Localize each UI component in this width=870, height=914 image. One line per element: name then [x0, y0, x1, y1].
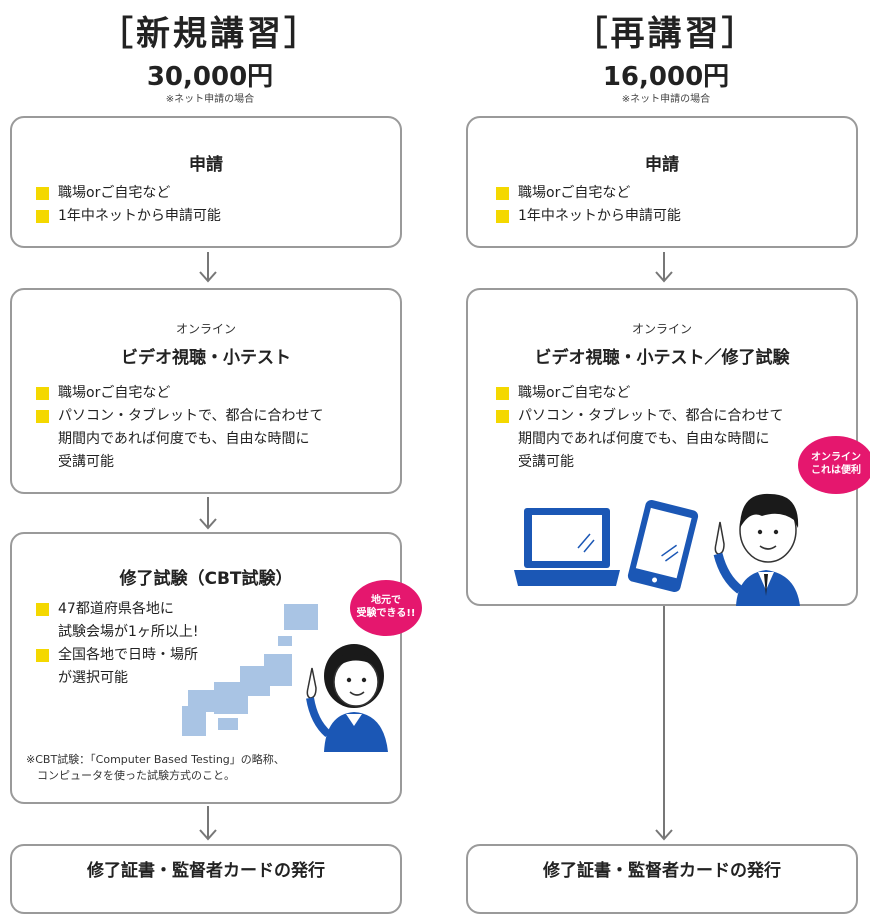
- certificate-heading: 修了証書・監督者カードの発行: [87, 861, 325, 881]
- apply-heading: 申請: [645, 155, 679, 175]
- bullet-square-icon: [36, 649, 49, 662]
- tablet-icon: [627, 499, 699, 593]
- bullet-item: 47都道府県各地に 試験会場が1ヶ所以上!: [36, 598, 199, 644]
- down-arrow-icon: [198, 252, 218, 284]
- bullet-square-icon: [36, 410, 49, 423]
- apply-bullets: 職場orご自宅など 1年中ネットから申請可能: [36, 182, 221, 228]
- cbt-footnote: ※CBT試験：「Computer Based Testing」の略称、 コンピュ…: [26, 753, 285, 782]
- certificate-box: 修了証書・監督者カードの発行: [10, 844, 402, 914]
- convenient-bubble: オンライン これは便利: [798, 436, 870, 494]
- new-course-price-note: ※ネット申請の場合: [165, 94, 255, 105]
- bullet-square-icon: [496, 210, 509, 223]
- online-bullets: 職場orご自宅など パソコン・タブレットで、都合に合わせて 期間内であれば何度で…: [36, 382, 323, 474]
- japan-map-icon: [182, 604, 318, 736]
- exam-heading: 修了試験（CBT試験）: [119, 569, 293, 589]
- woman-pointing-icon: [306, 644, 388, 752]
- down-arrow-icon: [654, 606, 674, 842]
- online-box: オンライン ビデオ視聴・小テスト 職場orご自宅など パソコン・タブレットで、都…: [10, 288, 402, 494]
- bullet-item: 職場orご自宅など: [496, 182, 681, 205]
- apply-bullets: 職場orご自宅など 1年中ネットから申請可能: [496, 182, 681, 228]
- online-exam-box: オンライン ビデオ視聴・小テスト／修了試験 職場orご自宅など パソコン・タブレ…: [466, 288, 870, 606]
- renewal-course-price-note: ※ネット申請の場合: [621, 94, 711, 105]
- bullet-item: 職場orご自宅など: [36, 182, 221, 205]
- online-heading: ビデオ視聴・小テスト／修了試験: [534, 348, 790, 368]
- online-subheading: オンライン: [631, 322, 692, 336]
- certificate-box: 修了証書・監督者カードの発行: [466, 844, 858, 914]
- exam-box: 修了試験（CBT試験） 47都道府県各地に 試験会場が1ヶ所以上! 全国各地で日…: [10, 532, 422, 804]
- renewal-course-title: ［再講習］: [573, 14, 759, 54]
- down-arrow-icon: [654, 252, 674, 284]
- bullet-item: パソコン・タブレットで、都合に合わせて 期間内であれば何度でも、自由な時間に 受…: [496, 405, 783, 474]
- bullet-square-icon: [36, 603, 49, 616]
- bullet-square-icon: [496, 410, 509, 423]
- exam-bullets: 47都道府県各地に 試験会場が1ヶ所以上! 全国各地で日時・場所 が選択可能: [36, 598, 199, 690]
- bullet-square-icon: [496, 187, 509, 200]
- renewal-course-price: 16,000円: [602, 62, 730, 92]
- new-course-title: ［新規講習］: [99, 14, 321, 54]
- bullet-item: 1年中ネットから申請可能: [496, 205, 681, 228]
- bullet-item: 職場orご自宅など: [36, 382, 323, 405]
- bullet-square-icon: [36, 210, 49, 223]
- bullet-square-icon: [496, 387, 509, 400]
- online-heading: ビデオ視聴・小テスト: [121, 348, 291, 368]
- bullet-item: 職場orご自宅など: [496, 382, 783, 405]
- apply-box: 申請 職場orご自宅など 1年中ネットから申請可能: [466, 116, 858, 248]
- man-pointing-icon: [713, 493, 800, 606]
- bullet-square-icon: [36, 387, 49, 400]
- bullet-item: パソコン・タブレットで、都合に合わせて 期間内であれば何度でも、自由な時間に 受…: [36, 405, 323, 474]
- apply-heading: 申請: [189, 155, 223, 175]
- online-subheading: オンライン: [175, 322, 236, 336]
- certificate-heading: 修了証書・監督者カードの発行: [543, 861, 781, 881]
- local-exam-bubble: 地元で 受験できる!!: [350, 580, 422, 636]
- apply-box: 申請 職場orご自宅など 1年中ネットから申請可能: [10, 116, 402, 248]
- down-arrow-icon: [198, 497, 218, 531]
- bullet-square-icon: [36, 187, 49, 200]
- bullet-item: 全国各地で日時・場所 が選択可能: [36, 644, 199, 690]
- laptop-icon: [514, 508, 620, 586]
- bullet-item: 1年中ネットから申請可能: [36, 205, 221, 228]
- down-arrow-icon: [198, 806, 218, 842]
- new-course-price: 30,000円: [146, 62, 274, 92]
- online-bullets: 職場orご自宅など パソコン・タブレットで、都合に合わせて 期間内であれば何度で…: [496, 382, 783, 474]
